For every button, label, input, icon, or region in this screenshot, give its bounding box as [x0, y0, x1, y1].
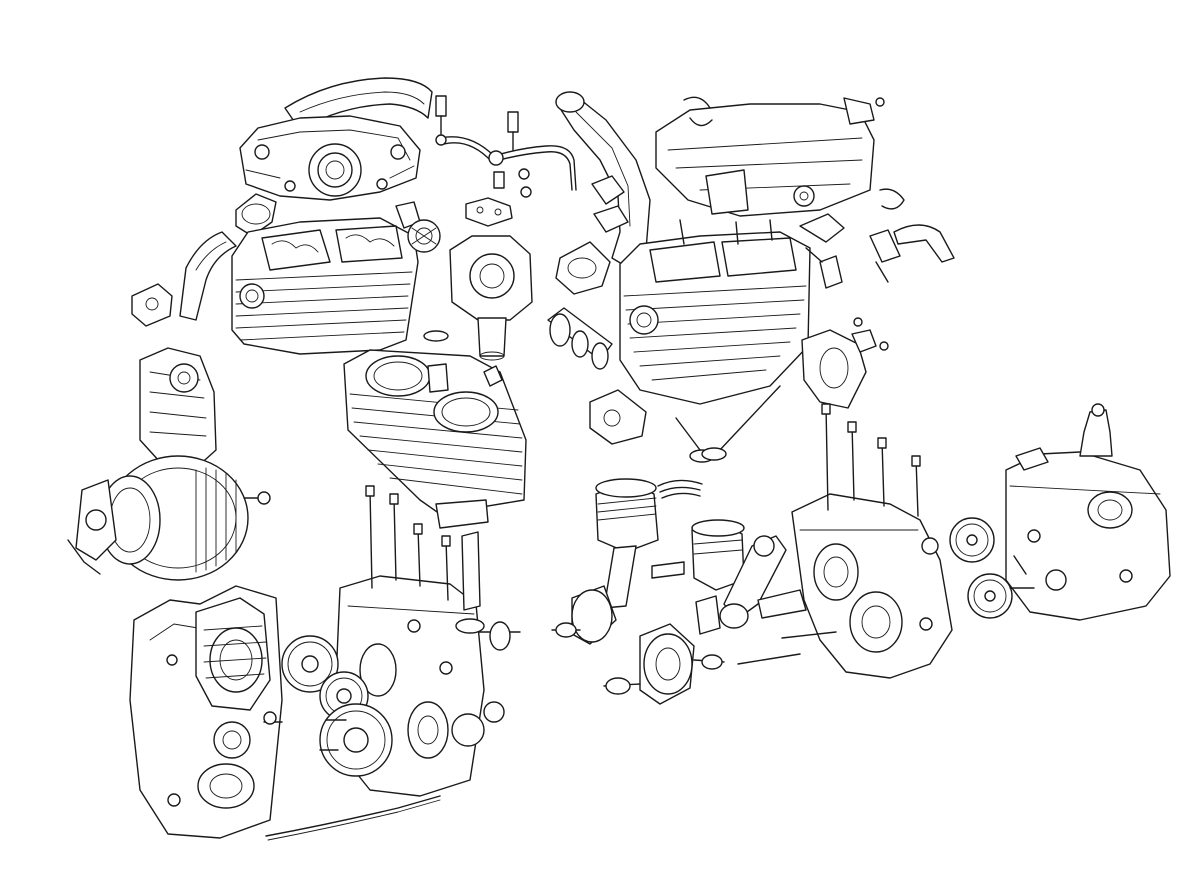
pistons-and-rods	[595, 478, 807, 635]
cylinder-head-right	[619, 219, 811, 405]
inlet-stub-left	[235, 193, 277, 237]
distributor-housing	[449, 197, 533, 361]
cylinder-barrel	[343, 330, 527, 529]
dynamo-housing	[67, 347, 271, 581]
camshafts	[547, 213, 955, 445]
gearbox	[949, 403, 1171, 621]
rocker-cover-right	[655, 96, 905, 217]
valve-gear-left	[395, 201, 441, 253]
inlet-manifold-right	[555, 91, 651, 295]
oil-pipe	[435, 95, 577, 198]
timing-gears	[265, 635, 441, 841]
cylinder-head-left	[231, 217, 419, 355]
exhaust-pipe-left	[131, 231, 237, 327]
crankcase-right	[737, 403, 953, 679]
rocker-cover-left	[239, 115, 421, 201]
valves	[675, 385, 781, 463]
timing-cover	[129, 585, 283, 839]
crankshaft	[551, 585, 725, 705]
